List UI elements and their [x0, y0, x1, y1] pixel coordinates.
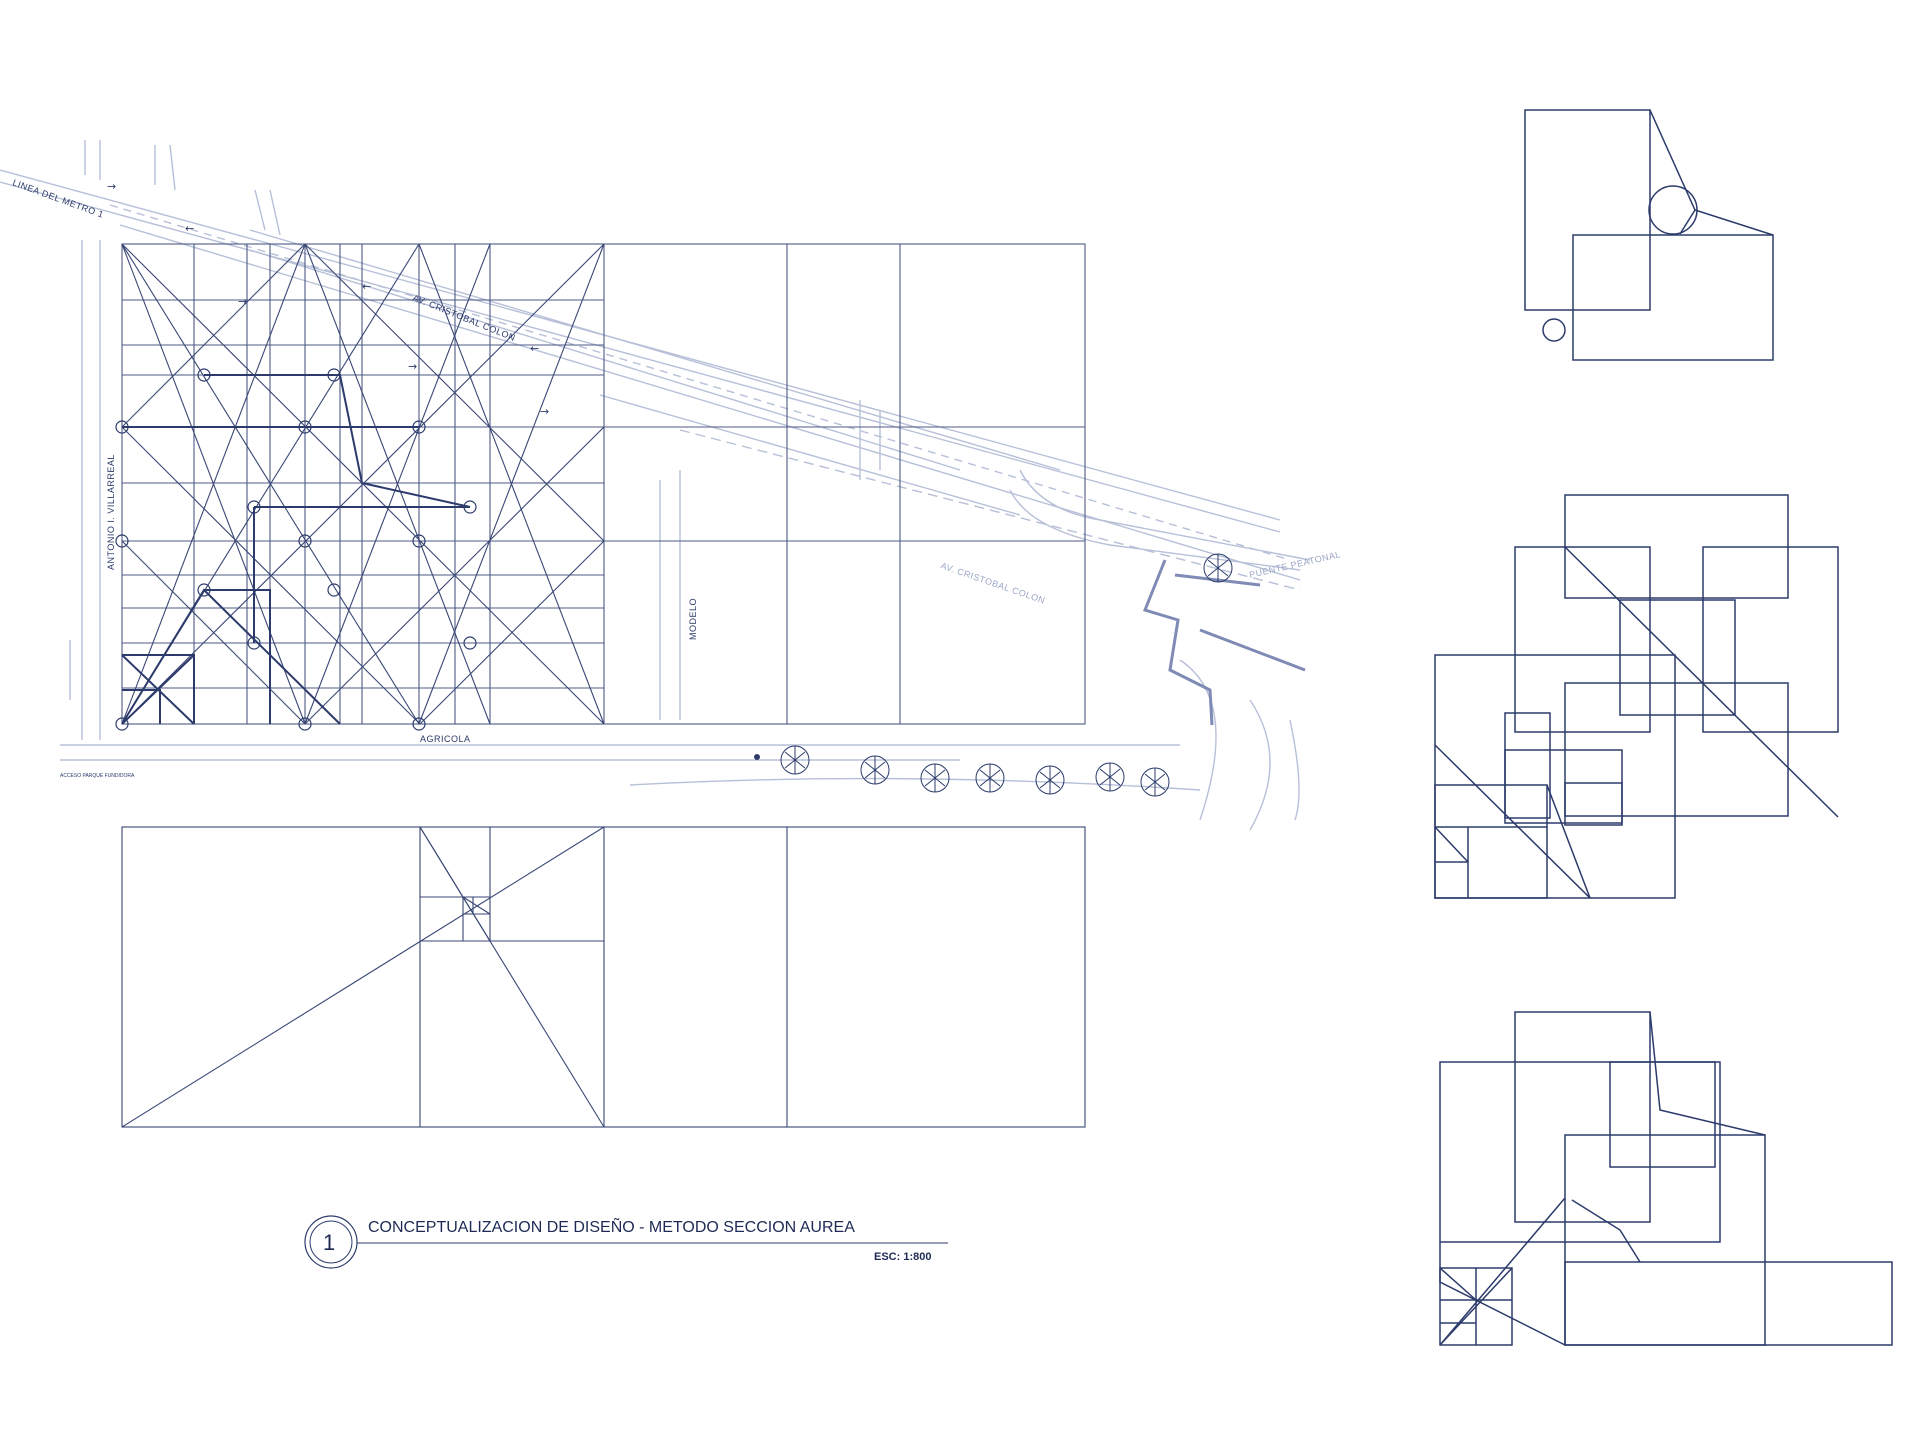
- title-block: 1 CONCEPTUALIZACION DE DISEÑO - METODO S…: [304, 1215, 948, 1269]
- title-number: 1: [323, 1230, 335, 1255]
- label-metro: LINEA DEL METRO 1: [11, 177, 105, 219]
- tree-icon: [860, 755, 890, 785]
- concept-diagram-2: [1434, 494, 1839, 899]
- arrow-icon: →: [107, 180, 116, 193]
- site-context: [0, 140, 1311, 831]
- concept-diagram-3: [1439, 1011, 1893, 1346]
- golden-section-diagram: [121, 826, 1086, 1128]
- label-acceso: ACCESO PARQUE FUNDIDORA: [60, 773, 135, 779]
- tree-row: [754, 553, 1233, 797]
- site-plan-grid: [121, 243, 1086, 725]
- site-plan-diagonals: [121, 243, 605, 725]
- tree-icon: [1095, 762, 1125, 792]
- arrow-icon: ←: [530, 342, 539, 355]
- arrow-icon: →: [408, 360, 417, 373]
- label-agricola: AGRICOLA: [420, 734, 471, 744]
- label-villarreal: ANTONIO I. VILLARREAL: [106, 454, 116, 570]
- tree-icon: [1035, 765, 1065, 795]
- concept-diagram-1: [1524, 109, 1774, 361]
- title-text: CONCEPTUALIZACION DE DISEÑO - METODO SEC…: [368, 1216, 855, 1236]
- tree-icon: [920, 763, 950, 793]
- site-plan-bold: [121, 374, 471, 725]
- arrow-icon: ←: [185, 222, 194, 235]
- tree-icon: [1203, 553, 1233, 583]
- pedestrian-bridge: [1142, 559, 1306, 726]
- traffic-arrows: → ← → ← → ← →: [107, 180, 549, 418]
- tree-icon: [780, 745, 810, 775]
- tree-icon: [1140, 767, 1170, 797]
- arrow-icon: →: [238, 295, 247, 308]
- label-cristobal-lower: AV. CRISTOBAL COLON: [939, 560, 1046, 605]
- arrow-icon: ←: [362, 280, 371, 293]
- tree-icon: [975, 763, 1005, 793]
- arrow-icon: →: [540, 405, 549, 418]
- scale-text: ESC: 1:800: [874, 1251, 931, 1263]
- label-modelo: MODELO: [688, 598, 698, 640]
- grid-nodes: [115, 368, 477, 731]
